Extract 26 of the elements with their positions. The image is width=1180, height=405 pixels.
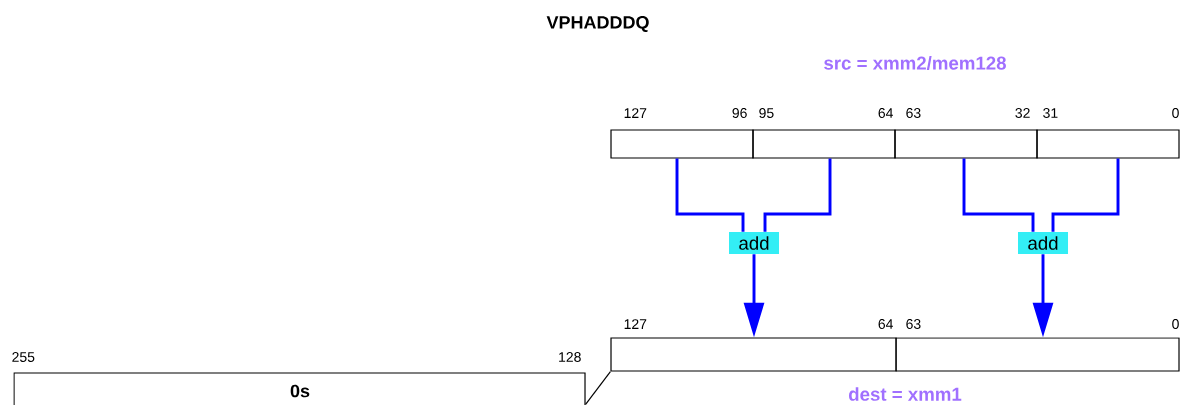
- register-cell: [894, 129, 1038, 159]
- connector-line: [962, 158, 1035, 232]
- title: VPHADDDQ: [546, 15, 649, 33]
- bit-index: 63: [906, 319, 921, 329]
- bit-index: 95: [759, 108, 774, 118]
- bit-index: 32: [1015, 108, 1030, 118]
- register-cell: [1036, 129, 1180, 159]
- bit-index: 63: [906, 108, 921, 118]
- register-cell: [610, 337, 897, 372]
- bit-index: 128: [559, 352, 581, 362]
- bit-index: 31: [1043, 108, 1058, 118]
- bit-index: 64: [878, 319, 893, 329]
- bit-index: 64: [878, 108, 893, 118]
- bit-index: 96: [732, 108, 747, 118]
- register-cell: [752, 129, 896, 159]
- connector-line: [1051, 158, 1120, 232]
- connector-line: [675, 158, 745, 232]
- register-cell: [610, 129, 754, 159]
- operation-label: add: [729, 232, 779, 254]
- operation-label: add: [1018, 232, 1068, 254]
- register-label: src = xmm2/mem128: [824, 56, 1006, 70]
- register-cell: [895, 337, 1180, 372]
- register-box: 0s: [13, 372, 586, 405]
- connector-line: [763, 158, 832, 232]
- register-label: dest = xmm1: [849, 387, 962, 401]
- connector-line: [585, 371, 611, 405]
